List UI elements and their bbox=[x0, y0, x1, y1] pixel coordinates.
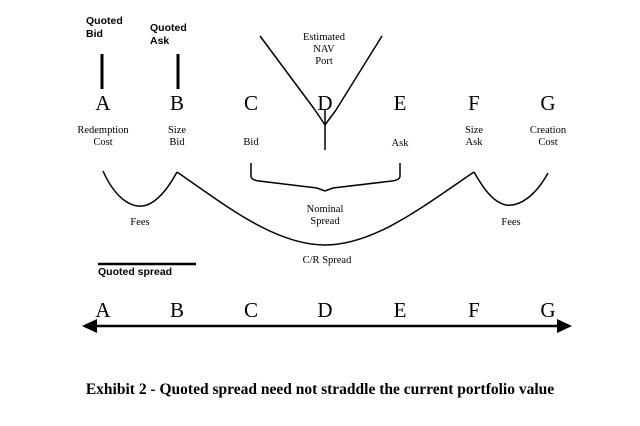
bottom-letter-c: C bbox=[244, 298, 258, 322]
creation-cost-label-line1: Creation bbox=[530, 125, 567, 136]
arrowhead-right-icon bbox=[557, 319, 572, 333]
estimated-nav-label-line2: NAV bbox=[313, 44, 335, 55]
nav-v-vertex bbox=[314, 109, 337, 127]
size-ask-label-line2: Ask bbox=[466, 137, 484, 148]
quoted-spread-label: Quoted spread bbox=[98, 266, 172, 278]
bottom-letter-a: A bbox=[95, 298, 111, 322]
redemption-cost-label-line2: Cost bbox=[93, 137, 112, 148]
nominal-spread-bracket bbox=[250, 163, 401, 192]
bid-label: Bid bbox=[243, 137, 259, 148]
exhibit-caption: Exhibit 2 - Quoted spread need not strad… bbox=[86, 381, 554, 398]
top-letter-g: G bbox=[540, 91, 555, 115]
nav-v-left-arm bbox=[259, 35, 316, 111]
fees-right-label: Fees bbox=[501, 217, 520, 228]
right-fees-curve bbox=[473, 171, 549, 206]
bottom-letter-b: B bbox=[170, 298, 184, 322]
top-letter-d: D bbox=[317, 91, 332, 115]
bottom-letter-e: E bbox=[394, 298, 407, 322]
nav-v-right-arm bbox=[335, 35, 383, 111]
redemption-cost-label-line1: Redemption bbox=[77, 125, 129, 136]
quoted-ask-label-line1: Quoted bbox=[150, 22, 187, 34]
estimated-nav-label-line1: Estimated bbox=[303, 32, 346, 43]
size-bid-label-line1: Size bbox=[168, 125, 186, 136]
bottom-letter-f: F bbox=[468, 298, 480, 322]
ask-label: Ask bbox=[392, 138, 410, 149]
quoted-ask-label-line2: Ask bbox=[150, 35, 169, 47]
creation-cost-label-line2: Cost bbox=[538, 137, 557, 148]
fees-left-label: Fees bbox=[130, 217, 149, 228]
size-bid-label-line2: Bid bbox=[169, 137, 185, 148]
size-ask-label-line1: Size bbox=[465, 125, 483, 136]
nominal-spread-label-line2: Spread bbox=[310, 216, 340, 227]
nominal-spread-label-line1: Nominal bbox=[307, 204, 344, 215]
top-letter-c: C bbox=[244, 91, 258, 115]
arrowhead-left-icon bbox=[82, 319, 97, 333]
top-letter-f: F bbox=[468, 91, 480, 115]
bottom-letter-g: G bbox=[540, 298, 555, 322]
cr-spread-curve bbox=[176, 171, 475, 246]
quoted-bid-label-line1: Quoted bbox=[86, 15, 123, 27]
cr-spread-label: C/R Spread bbox=[303, 255, 352, 266]
quoted-bid-label-line2: Bid bbox=[86, 28, 103, 40]
estimated-nav-label-line3: Port bbox=[315, 56, 333, 67]
top-letter-e: E bbox=[394, 91, 407, 115]
bottom-letter-d: D bbox=[317, 298, 332, 322]
left-fees-curve bbox=[102, 170, 178, 207]
top-letter-b: B bbox=[170, 91, 184, 115]
top-letter-a: A bbox=[95, 91, 111, 115]
